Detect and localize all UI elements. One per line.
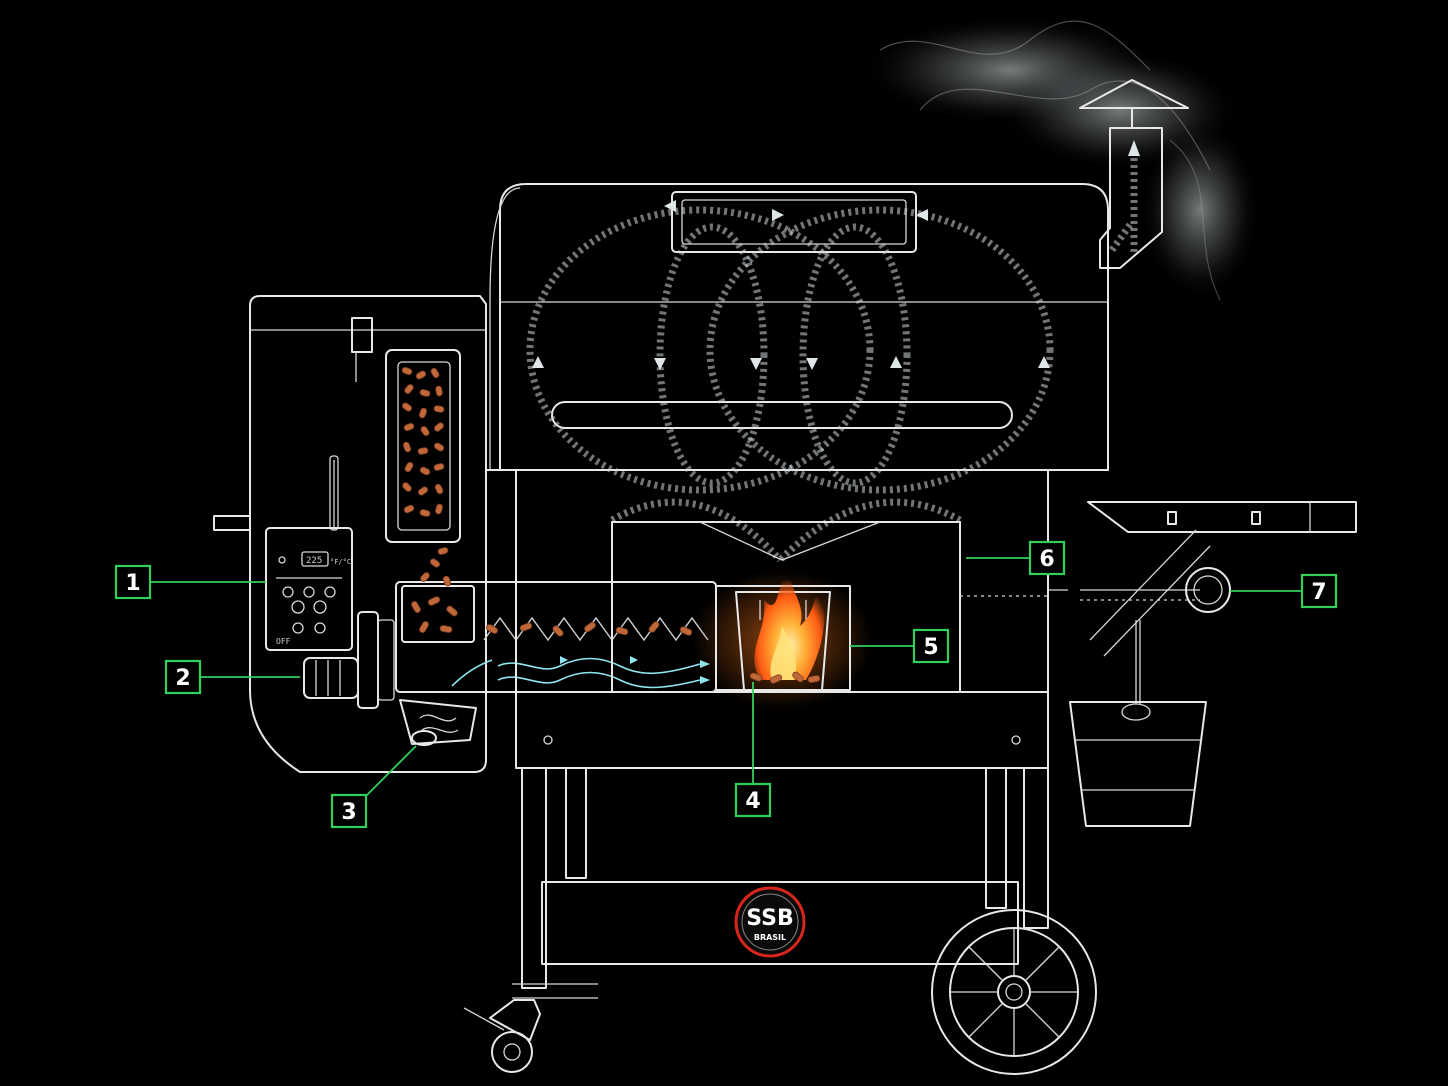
controller-unit-label: °F/°C — [330, 558, 351, 566]
auger-screw — [483, 616, 709, 642]
auger-pellets — [411, 547, 693, 637]
heat-deflector — [611, 521, 961, 693]
smoke-circulation — [526, 200, 1054, 563]
exhaust-smoke-cloud — [860, 15, 1260, 301]
controller-button — [303, 586, 315, 598]
grease-bucket-handle — [1185, 567, 1231, 613]
callout-5-label: 5 — [923, 635, 938, 660]
grill-handle-bar — [551, 401, 1013, 429]
auger-tube — [395, 547, 717, 693]
auger-motor — [303, 611, 395, 709]
callout-7: 7 — [1230, 573, 1338, 609]
fire-pot — [692, 568, 872, 710]
controller-off-label: OFF — [276, 637, 291, 646]
firepot-pellets — [749, 671, 821, 684]
controller-display — [301, 551, 329, 567]
controller-panel: 225 °F/°C OFF — [265, 527, 353, 651]
logo-brand: SSB — [746, 906, 793, 931]
callout-7-label: 7 — [1311, 580, 1326, 605]
grill-lower-body — [485, 469, 1068, 769]
induction-fan — [399, 699, 477, 746]
callout-3-label: 3 — [341, 800, 356, 825]
callout-2: 2 — [164, 659, 300, 695]
airflow-arrows — [451, 656, 710, 689]
grease-bucket — [1069, 620, 1207, 827]
controller-probe-port — [314, 622, 326, 634]
cooking-chamber — [489, 183, 1109, 471]
controller-button — [282, 586, 294, 598]
chamber-window — [671, 191, 917, 253]
callout-6: 6 — [966, 540, 1066, 576]
hopper-side-knob — [213, 515, 251, 531]
cart-frame — [512, 767, 1049, 999]
hopper-pellets — [401, 366, 445, 517]
controller-dial — [291, 600, 305, 614]
callout-4: 4 — [734, 682, 772, 818]
controller-display-value: 225 — [306, 556, 322, 566]
side-shelf — [1080, 501, 1357, 657]
pellet-hopper — [213, 295, 487, 773]
controller-button — [324, 586, 336, 598]
controller-probe-port — [292, 622, 304, 634]
caster-wheel — [463, 999, 541, 1073]
controller-dial — [313, 600, 327, 614]
callout-1-label: 1 — [125, 571, 140, 596]
ssb-brasil-logo: SSB BRASIL — [734, 886, 806, 958]
callout-5: 5 — [850, 628, 950, 664]
callout-2-label: 2 — [175, 666, 190, 691]
callout-3: 3 — [330, 745, 417, 829]
auger-drop-chute — [401, 585, 475, 643]
callout-6-label: 6 — [1039, 547, 1054, 572]
cart-wheel — [931, 909, 1097, 1075]
controller-indicator-icon — [278, 556, 286, 564]
hopper-latch — [351, 317, 373, 353]
hopper-window — [385, 349, 461, 543]
fire-flame — [754, 568, 825, 680]
callout-1: 1 — [114, 564, 266, 600]
callout-4-label: 4 — [745, 789, 760, 814]
logo-sub: BRASIL — [754, 933, 786, 942]
